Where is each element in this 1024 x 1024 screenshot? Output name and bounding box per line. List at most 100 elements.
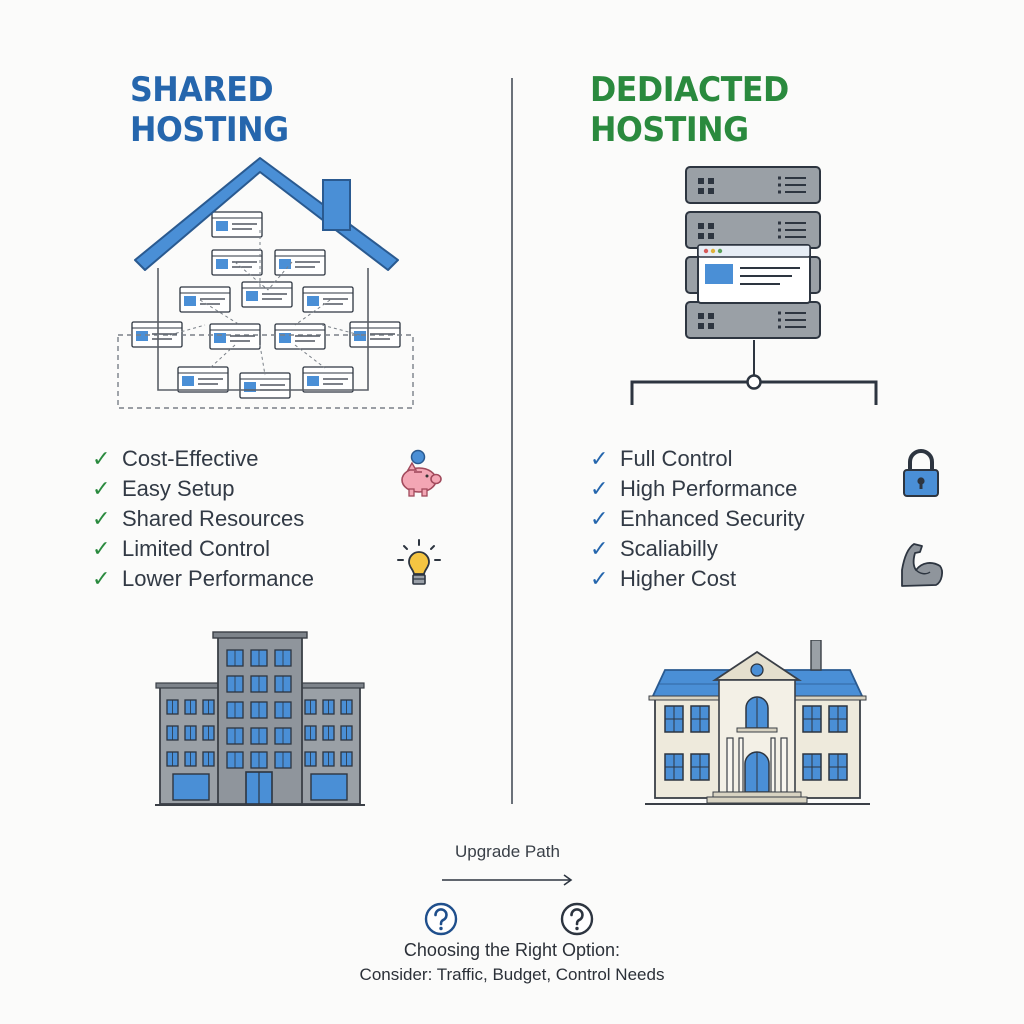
feature-label: Enhanced Security [620, 506, 805, 531]
building-window [226, 701, 244, 719]
website-window-icon [241, 281, 293, 308]
list-item: ✓ Shared Resources [92, 504, 314, 534]
footer-subtitle: Consider: Traffic, Budget, Control Needs [359, 965, 665, 984]
building-window [166, 699, 179, 715]
feature-label: Lower Performance [122, 566, 314, 591]
dedicated-hosting-title: DEDIACTED HOSTING [590, 70, 789, 150]
flexed-arm-icon [901, 543, 943, 587]
list-item: ✓ Cost-Effective [92, 444, 314, 474]
checkmark-icon: ✓ [590, 506, 609, 531]
building-window [274, 701, 292, 719]
building-window [184, 725, 197, 741]
checkmark-icon: ✓ [590, 446, 609, 471]
list-item: ✓ Limited Control [92, 534, 314, 564]
building-window [340, 751, 353, 767]
building-window [828, 705, 848, 733]
building-window [166, 751, 179, 767]
building-window [226, 675, 244, 693]
building-window [802, 753, 822, 781]
shared-hosting-title: SHARED HOSTING [130, 70, 289, 150]
server-unit [685, 211, 821, 249]
apartment-building-illustration [155, 631, 365, 806]
website-window-icon [302, 286, 354, 313]
server-unit [685, 166, 821, 204]
checkmark-icon: ✓ [92, 446, 111, 471]
website-window-icon [274, 249, 326, 276]
building-window [250, 727, 268, 745]
checkmark-icon: ✓ [92, 506, 111, 531]
dedicated-server-illustration [630, 166, 878, 405]
checkmark-icon: ✓ [590, 476, 609, 501]
feature-label: High Performance [620, 476, 798, 501]
feature-label: Easy Setup [122, 476, 235, 501]
building-window [226, 649, 244, 667]
shared-house-illustration [117, 157, 414, 409]
feature-label: Full Control [620, 446, 733, 471]
checkmark-icon: ✓ [590, 566, 609, 591]
lightbulb-icon [397, 539, 441, 585]
checkmark-icon: ✓ [92, 536, 111, 561]
building-window [226, 727, 244, 745]
list-item: ✓ Full Control [590, 444, 805, 474]
building-window [340, 699, 353, 715]
building-window [202, 751, 215, 767]
building-window [690, 705, 710, 733]
center-divider [511, 78, 513, 804]
piggy-bank-icon [401, 449, 442, 497]
building-window [340, 725, 353, 741]
checkmark-icon: ✓ [92, 476, 111, 501]
server-unit [685, 301, 821, 339]
list-item: ✓ Higher Cost [590, 564, 805, 594]
list-item: ✓ Easy Setup [92, 474, 314, 504]
building-window [828, 753, 848, 781]
building-window [250, 701, 268, 719]
building-window [166, 725, 179, 741]
upgrade-path-label: Upgrade Path [455, 842, 560, 861]
shared-feature-list: ✓ Cost-Effective ✓ Easy Setup ✓ Shared Reso… [92, 444, 314, 594]
building-window [250, 751, 268, 769]
mansion-illustration [645, 640, 870, 805]
website-window-icon [179, 286, 231, 313]
website-window-icon [211, 211, 263, 238]
website-window-icon [211, 249, 263, 276]
building-window [274, 649, 292, 667]
building-window [250, 649, 268, 667]
building-window [304, 725, 317, 741]
feature-label: Higher Cost [620, 566, 737, 591]
building-window [184, 751, 197, 767]
upgrade-arrow [442, 874, 573, 886]
padlock-icon [903, 449, 939, 497]
building-window [322, 725, 335, 741]
website-window-icon [177, 366, 229, 393]
building-window [184, 699, 197, 715]
building-window [664, 753, 684, 781]
building-window [202, 699, 215, 715]
feature-label: Cost-Effective [122, 446, 259, 471]
building-window [226, 751, 244, 769]
building-window [322, 699, 335, 715]
checkmark-icon: ✓ [590, 536, 609, 561]
footer-title: Choosing the Right Option: [403, 940, 621, 960]
list-item: ✓ Lower Performance [92, 564, 314, 594]
feature-label: Scaliabilly [620, 536, 718, 561]
building-window [304, 699, 317, 715]
website-window-icon [302, 366, 354, 393]
building-window [664, 705, 684, 733]
list-item: ✓ Scaliabilly [590, 534, 805, 564]
building-window [274, 675, 292, 693]
question-mark-icon [424, 902, 458, 936]
building-window [304, 751, 317, 767]
building-window [802, 705, 822, 733]
building-window [322, 751, 335, 767]
website-window-icon [274, 323, 326, 350]
checkmark-icon: ✓ [92, 566, 111, 591]
feature-label: Limited Control [122, 536, 270, 561]
website-window-icon [209, 323, 261, 350]
list-item: ✓ Enhanced Security [590, 504, 805, 534]
question-mark-icon [560, 902, 594, 936]
list-item: ✓ High Performance [590, 474, 805, 504]
dedicated-feature-list: ✓ Full Control ✓ High Performance ✓ Enhance… [590, 444, 805, 594]
website-window-icon [239, 372, 291, 399]
feature-label: Shared Resources [122, 506, 305, 531]
building-window [250, 675, 268, 693]
